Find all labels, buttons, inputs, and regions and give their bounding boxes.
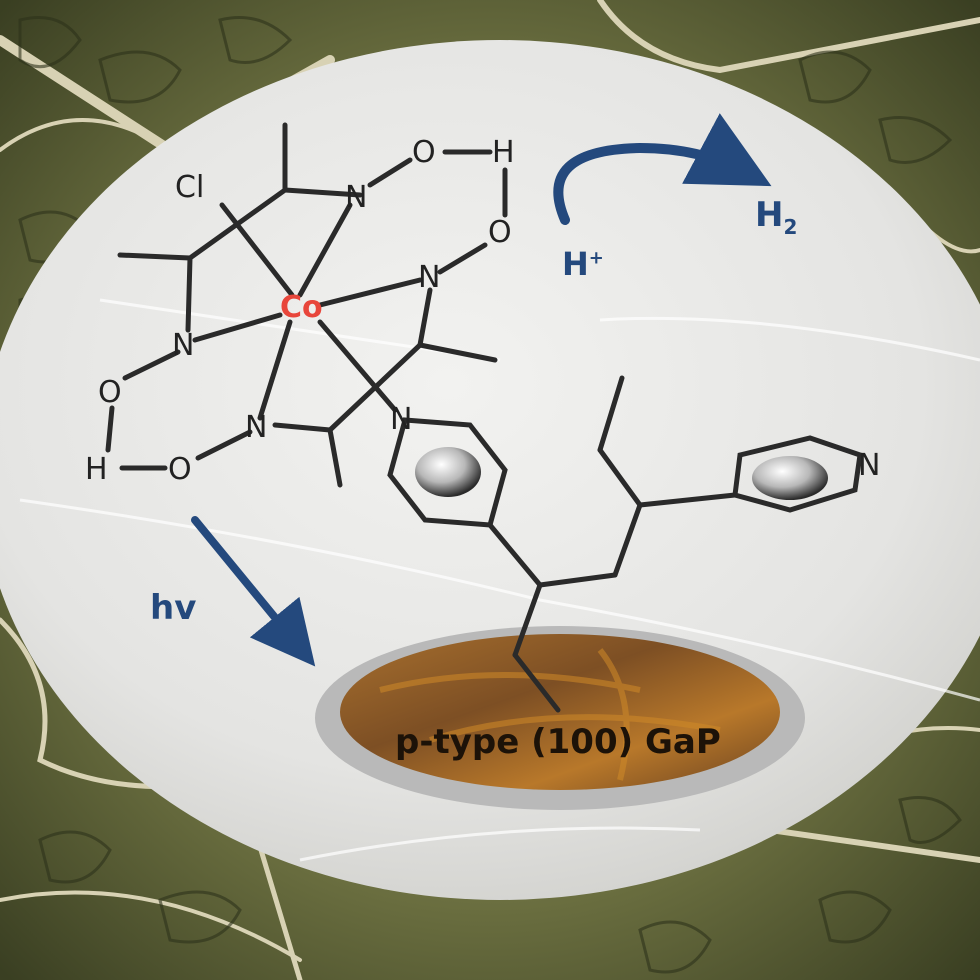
h2-evolution-arrow xyxy=(553,113,772,225)
h-atom-label-2: H xyxy=(85,452,108,487)
co-atom-label: Co xyxy=(280,290,323,325)
o-atom-label-3: O xyxy=(98,375,122,410)
o-atom-label-2: O xyxy=(488,215,512,250)
cobaloxime-bonds xyxy=(105,122,508,488)
gap-substrate-label: p-type (100) GaP xyxy=(395,722,721,762)
n-terminal-pyridine-label: N xyxy=(858,448,881,483)
leaf-cells xyxy=(18,16,962,974)
cl-atom-label: Cl xyxy=(175,170,205,205)
h-atom-label-1: H xyxy=(492,135,515,170)
proton-label: H+ xyxy=(562,245,604,283)
gap-substrate xyxy=(340,634,780,790)
light-arrow xyxy=(191,516,316,667)
n-atom-label-3: N xyxy=(172,328,195,363)
n-pyridine-label: N xyxy=(390,402,413,437)
n-atom-label-1: N xyxy=(345,180,368,215)
o-atom-label-1: O xyxy=(412,135,436,170)
n-atom-label-2: N xyxy=(418,260,441,295)
n-atom-label-4: N xyxy=(245,410,268,445)
o-atom-label-4: O xyxy=(168,452,192,487)
pi-cloud-left xyxy=(415,447,481,497)
hydrogen-label: H2 xyxy=(755,195,798,239)
polymer-chain xyxy=(487,375,738,713)
light-label: hv xyxy=(150,588,197,628)
pi-cloud-right xyxy=(752,456,828,500)
